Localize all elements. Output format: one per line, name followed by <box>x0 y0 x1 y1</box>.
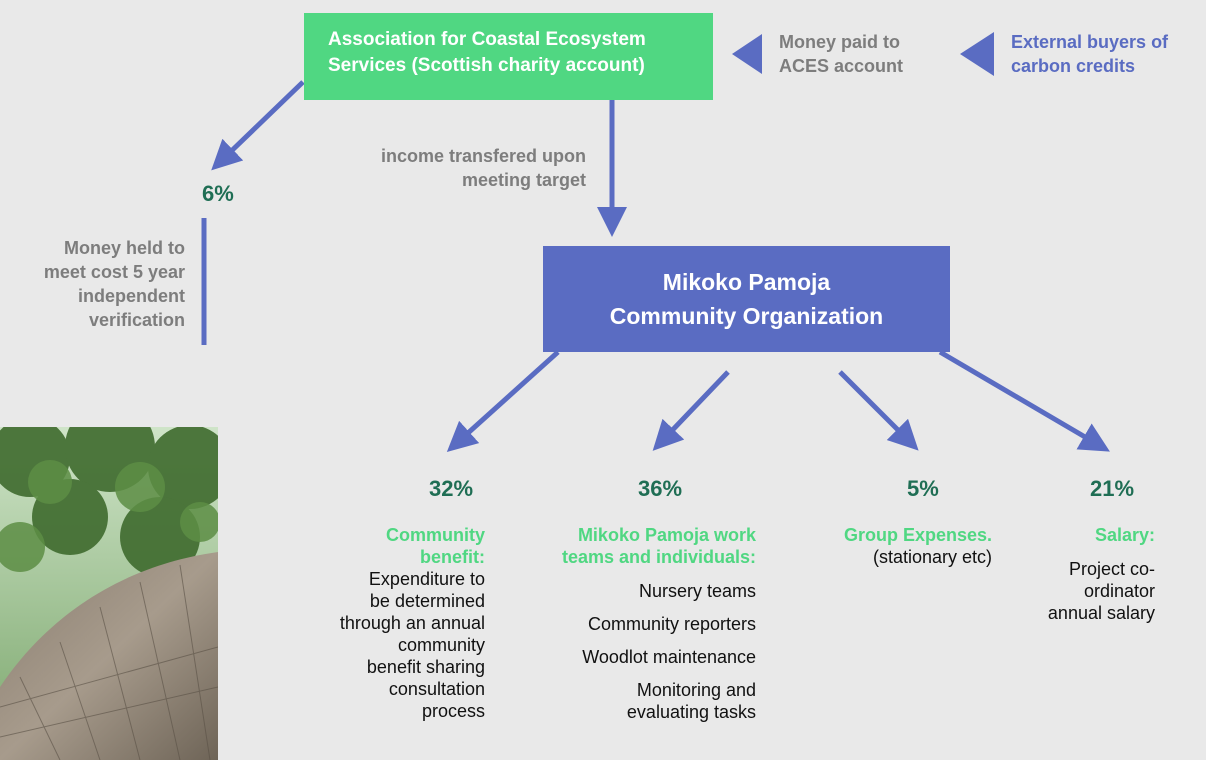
verification-text: Money held to meet cost 5 year independe… <box>0 236 185 332</box>
work-teams-item4-line1: Monitoring and <box>636 680 756 700</box>
money-paid-label: Money paid to ACES account <box>779 30 903 78</box>
verification-line3: independent <box>78 286 185 306</box>
arrow-to-group-expenses <box>838 370 919 451</box>
group-expenses-percent: 5% <box>907 476 939 501</box>
community-benefit-percent: 32% <box>429 476 474 501</box>
community-benefit-line: through an annual <box>339 613 485 633</box>
thatched-roof-photo <box>0 427 218 760</box>
salary-line: ordinator <box>1083 581 1155 601</box>
external-buyers-line2: carbon credits <box>1011 56 1136 76</box>
work-teams-item4-line2: evaluating tasks <box>626 702 756 722</box>
work-teams-head2: teams and individuals: <box>561 547 756 567</box>
work-teams-item: Nursery teams <box>638 581 756 601</box>
arrow-to-work-teams <box>652 370 730 451</box>
aces-account-box: Association for Coastal Ecosystem Servic… <box>304 13 713 100</box>
verification-line2: meet cost 5 year <box>43 262 185 282</box>
aces-line1: Association for Coastal Ecosystem <box>328 29 646 50</box>
community-benefit-line: benefit sharing <box>366 657 485 677</box>
arrow-money-paid <box>732 34 762 74</box>
work-teams-item: Woodlot maintenance <box>582 647 756 667</box>
community-org-line1: Mikoko Pamoja <box>662 269 831 295</box>
income-transfer-label: income transfered upon meeting target <box>320 144 586 192</box>
salary-block: Salary: Project co- ordinator annual sal… <box>1000 524 1155 624</box>
work-teams-percent: 36% <box>638 476 683 501</box>
salary-percent: 21% <box>1090 476 1135 501</box>
community-benefit-line: be determined <box>369 591 485 611</box>
community-org-line2: Community Organization <box>609 303 884 329</box>
community-benefit-line: consultation <box>388 679 485 699</box>
group-expenses-block: Group Expenses. (stationary etc) <box>790 524 992 568</box>
external-buyers-line1: External buyers of <box>1011 32 1169 52</box>
salary-line: annual salary <box>1047 603 1155 623</box>
money-paid-line1: Money paid to <box>779 32 900 52</box>
work-teams-item: Community reporters <box>587 614 756 634</box>
verification-line4: verification <box>88 310 185 330</box>
community-benefit-head1: Community <box>386 525 485 545</box>
arrow-to-community-benefit <box>446 350 560 453</box>
external-buyers-label: External buyers of carbon credits <box>1011 30 1168 78</box>
verification-percent: 6% <box>202 181 234 206</box>
verification-line1: Money held to <box>64 238 185 258</box>
aces-line2: Services (Scottish charity account) <box>328 55 645 76</box>
work-teams-head1: Mikoko Pamoja work <box>577 525 756 545</box>
arrow-to-salary <box>938 349 1110 452</box>
arrow-external-buyers <box>960 32 994 76</box>
money-paid-line2: ACES account <box>779 56 904 76</box>
community-benefit-line: process <box>421 701 485 721</box>
community-organization-box: Mikoko Pamoja Community Organization <box>543 246 950 352</box>
arrow-to-verification <box>211 80 305 171</box>
income-transfer-line1: income transfered upon <box>380 146 586 166</box>
community-benefit-line: community <box>397 635 485 655</box>
work-teams-block: Mikoko Pamoja work teams and individuals… <box>520 524 756 723</box>
community-benefit-head2: benefit: <box>420 547 485 567</box>
community-benefit-line: Expenditure to <box>368 569 485 589</box>
group-expenses-head: Group Expenses. <box>843 525 992 545</box>
salary-line: Project co- <box>1068 559 1155 579</box>
group-expenses-note: (stationary etc) <box>872 547 992 567</box>
income-transfer-line2: meeting target <box>461 170 586 190</box>
community-benefit-block: Community benefit: Expenditure to be det… <box>280 524 485 722</box>
salary-head: Salary: <box>1094 525 1155 545</box>
